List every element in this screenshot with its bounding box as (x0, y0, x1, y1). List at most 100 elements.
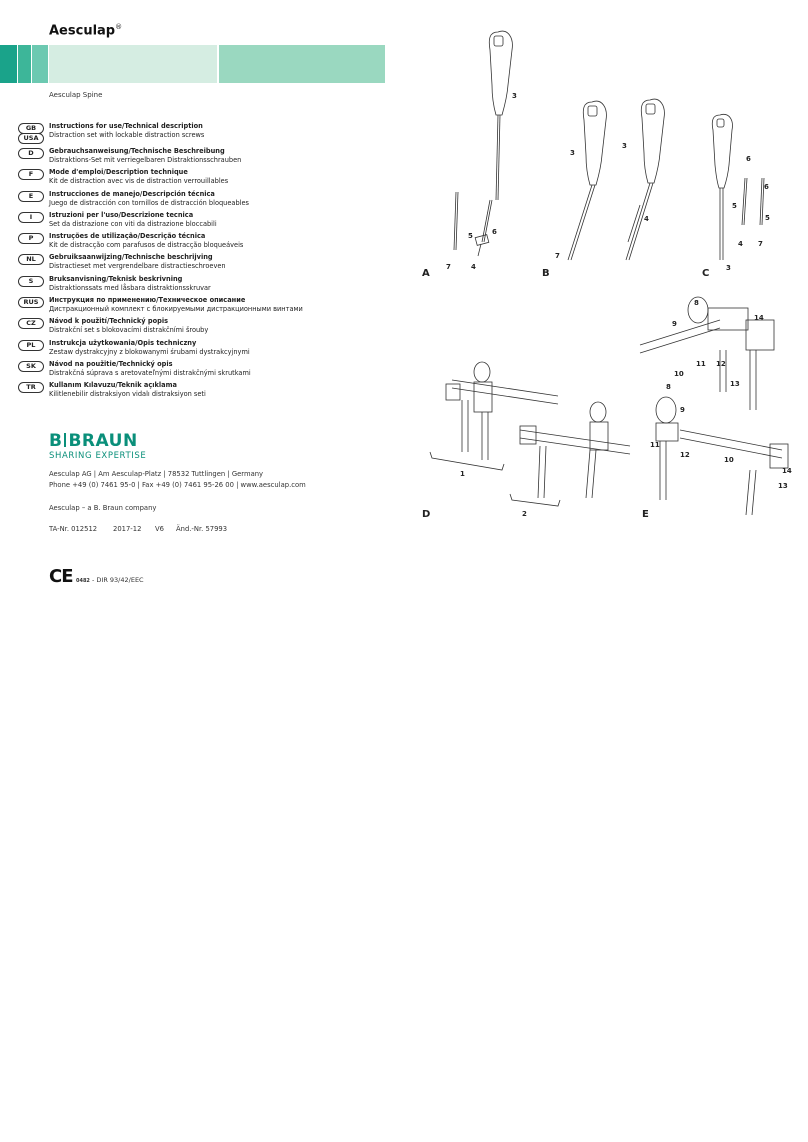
language-title: Návod k použití/Technický popis (49, 317, 169, 326)
language-title: Instructions for use/Technical descripti… (49, 122, 203, 130)
language-item-e: E Instrucciones de manejo/Descripción té… (18, 190, 388, 211)
language-item-sk: SK Návod na použitie/Technický opis Dist… (18, 360, 388, 381)
color-band-mint (219, 45, 385, 83)
figure-label-b: B (542, 268, 550, 279)
ta-number: TA-Nr. 012512 (49, 525, 98, 533)
language-title: Instruções de utilização/Descrição técni… (49, 232, 206, 241)
language-item-f: F Mode d'emploi/Description technique Ki… (18, 168, 388, 189)
callout-e-bottom-12: 12 (680, 451, 690, 459)
language-badge: D (18, 148, 44, 159)
color-band-teal (32, 45, 48, 83)
callout-c-5a: 5 (732, 202, 737, 210)
language-subtitle: Distraction set with lockable distractio… (49, 131, 205, 139)
instrument-figures: A B C D E 3 6 5 7 4 3 3 4 7 6 6 5 5 4 7 … (422, 30, 792, 520)
product-line: Aesculap Spine (49, 91, 103, 99)
language-subtitle: Kilitlenebilir distraksiyon vidalı distr… (49, 390, 206, 399)
callout-b-7: 7 (555, 252, 560, 260)
language-title: Istruzioni per l'uso/Descrizione tecnica (49, 210, 194, 219)
language-badge: S (18, 275, 44, 287)
language-badge: F (18, 169, 44, 181)
figure-label-a: A (422, 268, 430, 279)
callout-b-3b: 3 (622, 142, 627, 150)
company-phone: Phone +49 (0) 7461 95-0 | Fax +49 (0) 74… (49, 481, 306, 489)
callout-b-3a: 3 (570, 149, 575, 157)
language-item-i: I Istruzioni per l'uso/Descrizione tecni… (18, 211, 388, 232)
company-address: Aesculap AG | Am Aesculap-Platz | 78532 … (49, 470, 264, 478)
language-subtitle: Kit de distraction avec vis de distracti… (49, 177, 229, 186)
language-subtitle: Juego de distracción con tornillos de di… (49, 198, 249, 207)
callout-e-top-11: 11 (696, 360, 706, 368)
language-item-cz: CZ Návod k použití/Technický popis Distr… (18, 317, 388, 338)
figure-label-e: E (642, 509, 649, 520)
callout-a-3: 3 (512, 92, 517, 100)
callout-e-top-10: 10 (674, 370, 684, 378)
callout-a-5: 5 (468, 232, 473, 240)
language-badge: TR (18, 382, 44, 394)
company-tagline: SHARING EXPERTISE (49, 451, 147, 461)
language-title: Bruksanvisning/Teknisk beskrivning (49, 274, 183, 283)
callout-a-4: 4 (471, 263, 476, 271)
language-badge: P (18, 233, 44, 245)
language-title: Instrucciones de manejo/Descripción técn… (49, 189, 215, 198)
ce-mark: CE (49, 566, 73, 587)
color-band-mid (18, 45, 31, 83)
callout-e-top-9: 9 (672, 320, 677, 328)
language-title: Mode d'emploi/Description technique (49, 168, 188, 177)
callout-e-bottom-11: 11 (650, 441, 660, 449)
doc-version: V6 (155, 525, 164, 533)
language-item-d: D Gebrauchsanweisung/Technische Beschrei… (18, 147, 388, 168)
callout-e-top-14: 14 (754, 314, 764, 322)
language-subtitle: Distrakční set s blokovacími distrakčním… (49, 326, 209, 335)
language-subtitle: Zestaw dystrakcyjny z blokowanymi śrubam… (49, 347, 250, 356)
figure-e-top-assembly (639, 296, 775, 410)
callout-e-bottom-8: 8 (666, 383, 671, 391)
ce-directive: 0482 - DIR 93/42/EEC (76, 576, 144, 584)
language-list: GB USA Instructions for use/Technical de… (18, 122, 388, 403)
figure-b-handle-right (625, 98, 665, 261)
callout-c-3: 3 (726, 264, 731, 272)
language-title: Gebruiksaanwijzing/Technische beschrijvi… (49, 253, 213, 262)
language-subtitle: Set da distrazione con viti da distrazio… (49, 219, 217, 228)
language-badge: SK (18, 360, 44, 372)
figure-b-handle-left (567, 100, 607, 261)
language-item-s: S Bruksanvisning/Teknisk beskrivning Dis… (18, 275, 388, 296)
language-badge: USA (18, 133, 44, 144)
callout-e-top-12: 12 (716, 360, 726, 368)
callout-e-bottom-14: 14 (782, 467, 792, 475)
figure-label-c: C (702, 268, 709, 279)
figure-e-bottom-assembly (655, 396, 789, 516)
language-badge: RUS (18, 297, 44, 309)
figure-label-d: D (422, 509, 430, 520)
callout-e-bottom-9: 9 (680, 406, 685, 414)
callout-a-7: 7 (446, 263, 451, 271)
color-band-dark (0, 45, 17, 83)
callout-c-7: 7 (758, 240, 763, 248)
language-item-pl: PL Instrukcja użytkowania/Opis techniczn… (18, 339, 388, 360)
callout-d-2: 2 (522, 510, 527, 518)
language-item-p: P Instruções de utilização/Descrição téc… (18, 232, 388, 253)
figure-a-handle (488, 30, 513, 201)
figure-c-handle (711, 113, 765, 260)
language-title: Návod na použitie/Technický opis (49, 359, 173, 368)
callout-d-1: 1 (460, 470, 465, 478)
callout-e-top-13: 13 (730, 380, 740, 388)
figure-d-assembly (429, 361, 631, 507)
language-subtitle: Distraktions-Set mit verriegelbaren Dist… (49, 156, 242, 164)
language-item-rus: RUS Инструкция по применению/Техническое… (18, 296, 388, 317)
language-badge: E (18, 190, 44, 202)
callout-c-6a: 6 (746, 155, 751, 163)
language-item-gb: GB USA Instructions for use/Technical de… (18, 122, 388, 147)
figure-a-screws (453, 191, 493, 257)
language-subtitle: Distrakčná súprava s aretovateľnými dist… (49, 368, 251, 377)
doc-date: 2017-12 (113, 525, 142, 533)
language-badge: PL (18, 339, 44, 351)
callout-a-6: 6 (492, 228, 497, 236)
callout-c-6b: 6 (764, 183, 769, 191)
callout-c-4: 4 (738, 240, 743, 248)
language-subtitle: Distraktionssats med låsbara distraktion… (49, 283, 211, 292)
language-subtitle: Distractieset met vergrendelbare distrac… (49, 262, 226, 271)
language-badge: I (18, 211, 44, 223)
company-affiliation: Aesculap – a B. Braun company (49, 504, 157, 512)
callout-e-bottom-10: 10 (724, 456, 734, 464)
